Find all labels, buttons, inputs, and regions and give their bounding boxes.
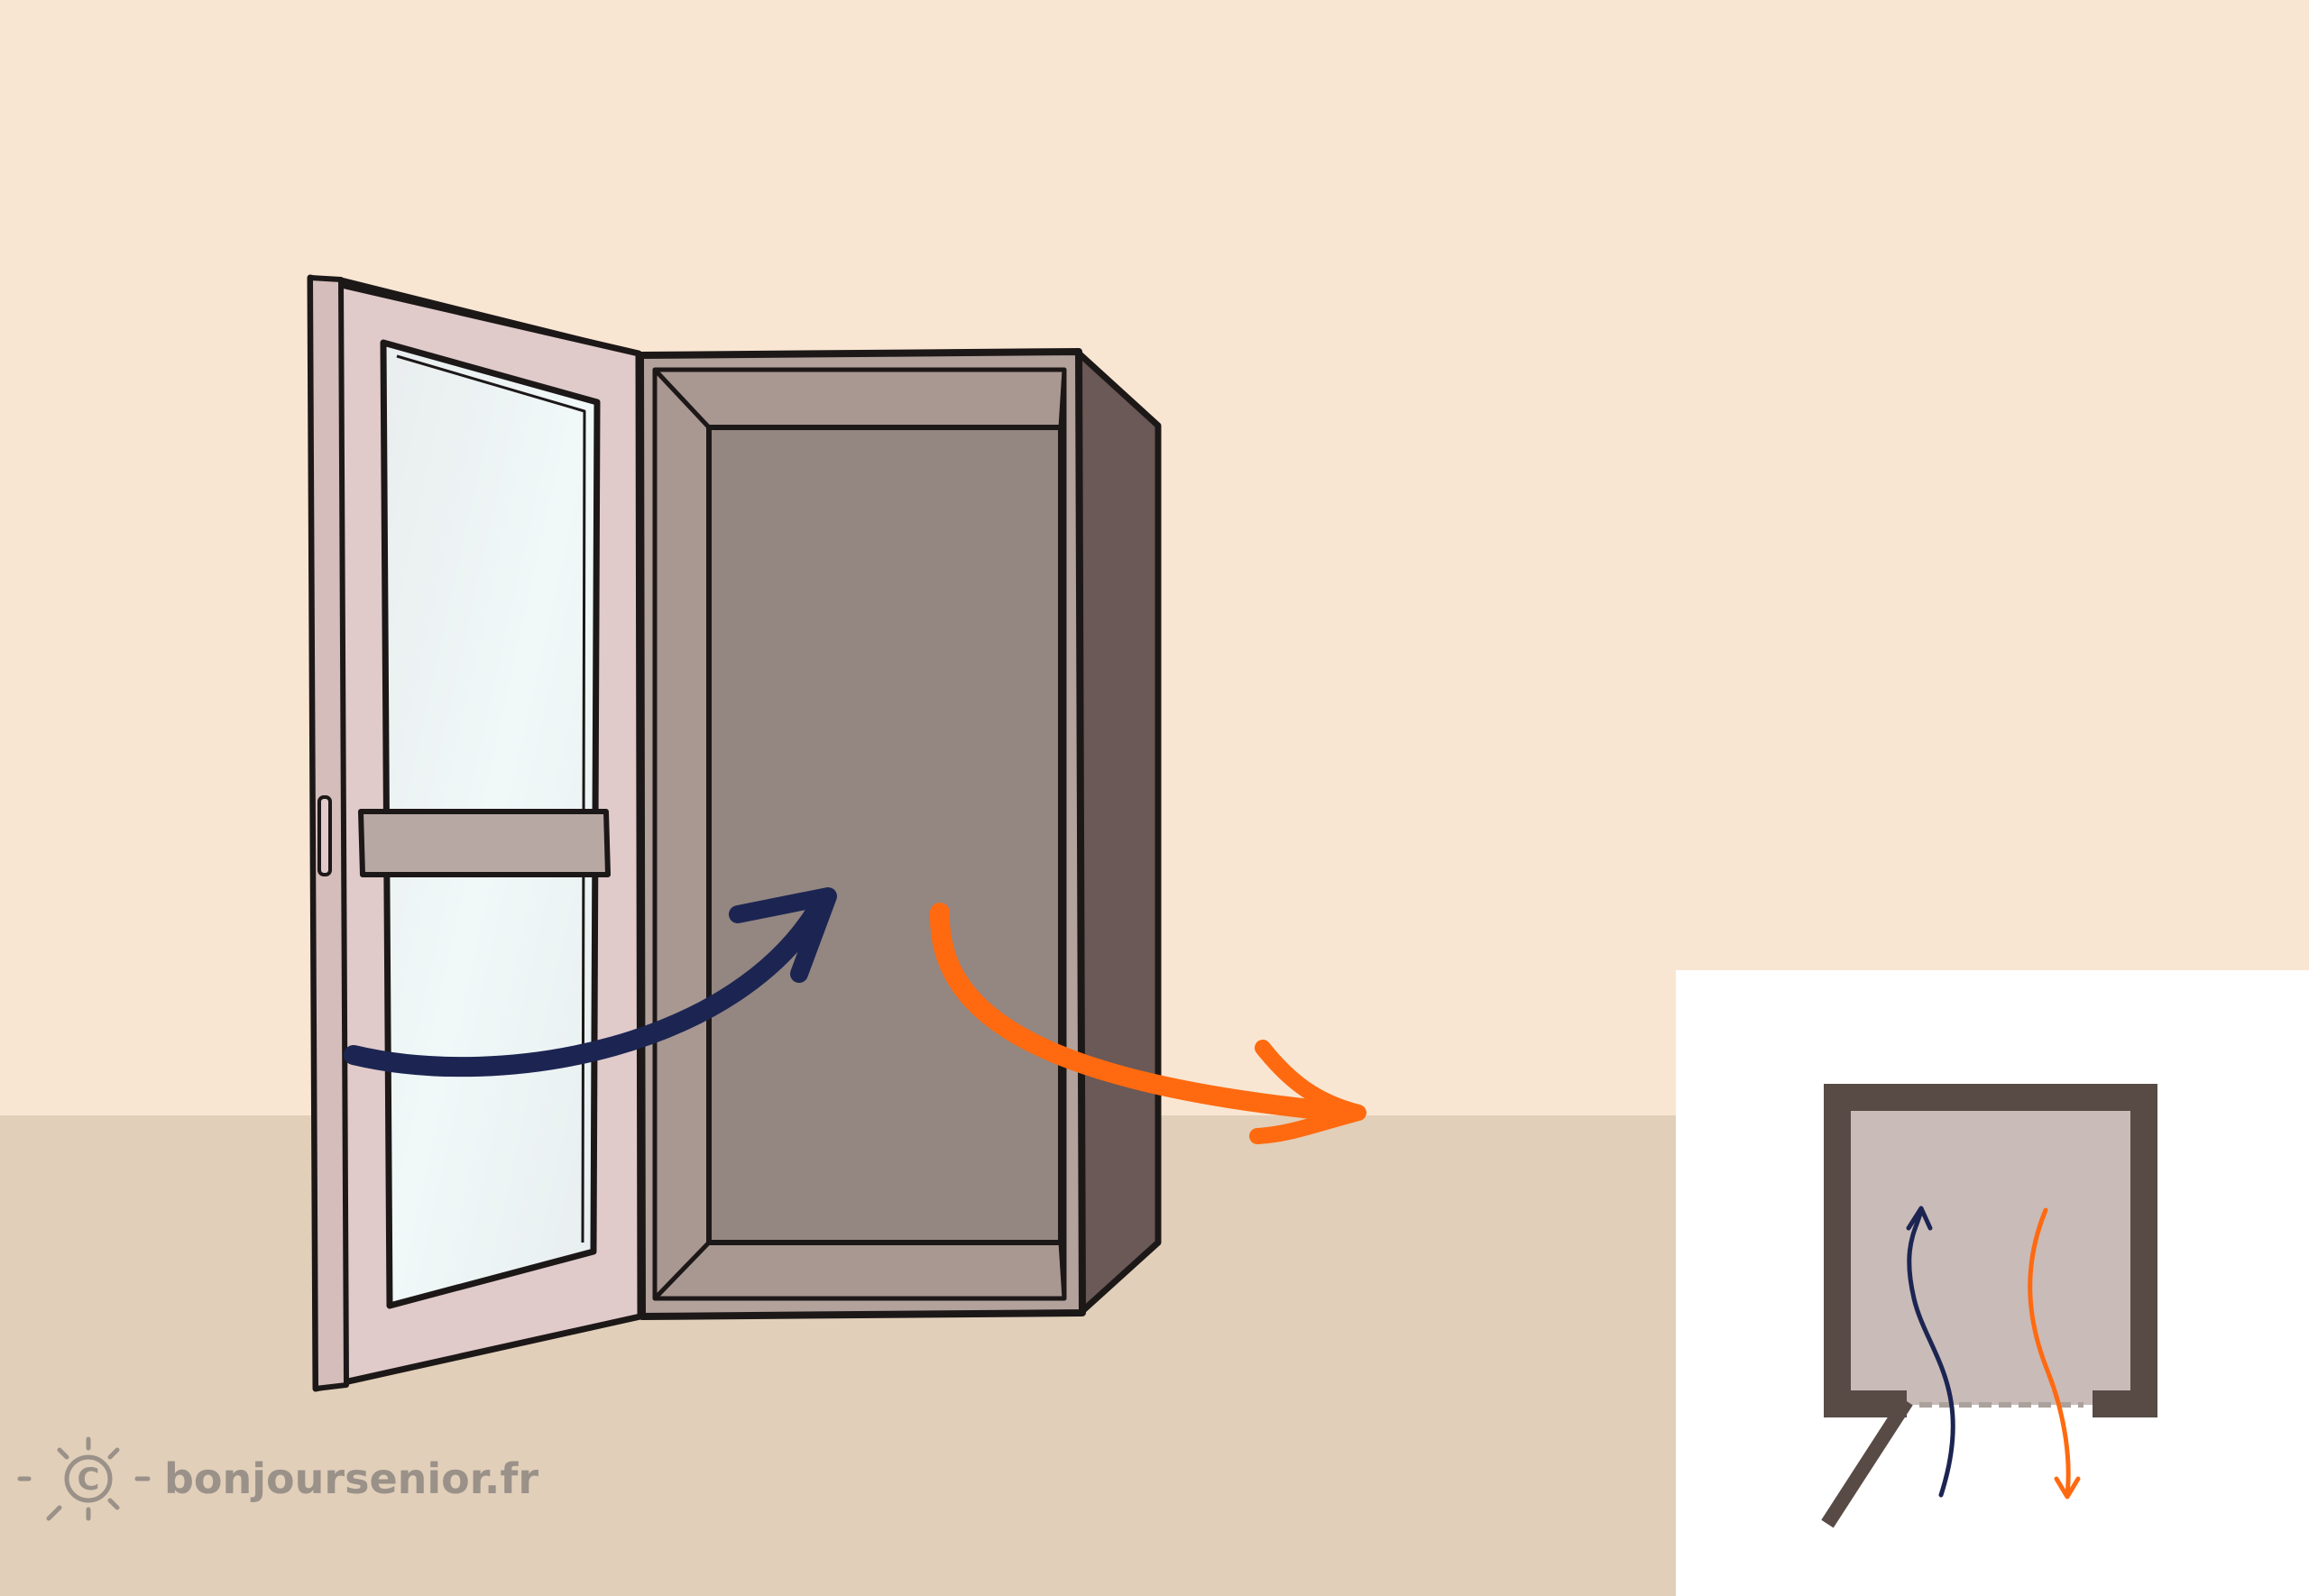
cabinet-interior <box>706 425 1063 1245</box>
copyright-sun-icon: C <box>17 1436 151 1521</box>
inset-open-door <box>1821 1397 1913 1528</box>
air-outflow-arrow <box>929 903 1366 1144</box>
door-handle <box>317 795 332 876</box>
top-view-inset <box>1676 970 2309 1596</box>
watermark: C bonjoursenior.fr <box>16 1435 538 1522</box>
cabinet <box>637 348 1162 1320</box>
door-rail <box>358 809 611 877</box>
watermark-text: bonjoursenior.fr <box>164 1454 539 1503</box>
cabinet-side <box>1073 348 1162 1315</box>
open-door <box>307 274 644 1392</box>
inset-cabinet-interior <box>1838 1098 2141 1405</box>
inset-air-in-arrow <box>1906 1206 1955 1498</box>
air-inflow-arrow <box>344 887 837 1078</box>
svg-text:C: C <box>78 1462 100 1498</box>
inset-air-out-arrow <box>2028 1207 2081 1500</box>
